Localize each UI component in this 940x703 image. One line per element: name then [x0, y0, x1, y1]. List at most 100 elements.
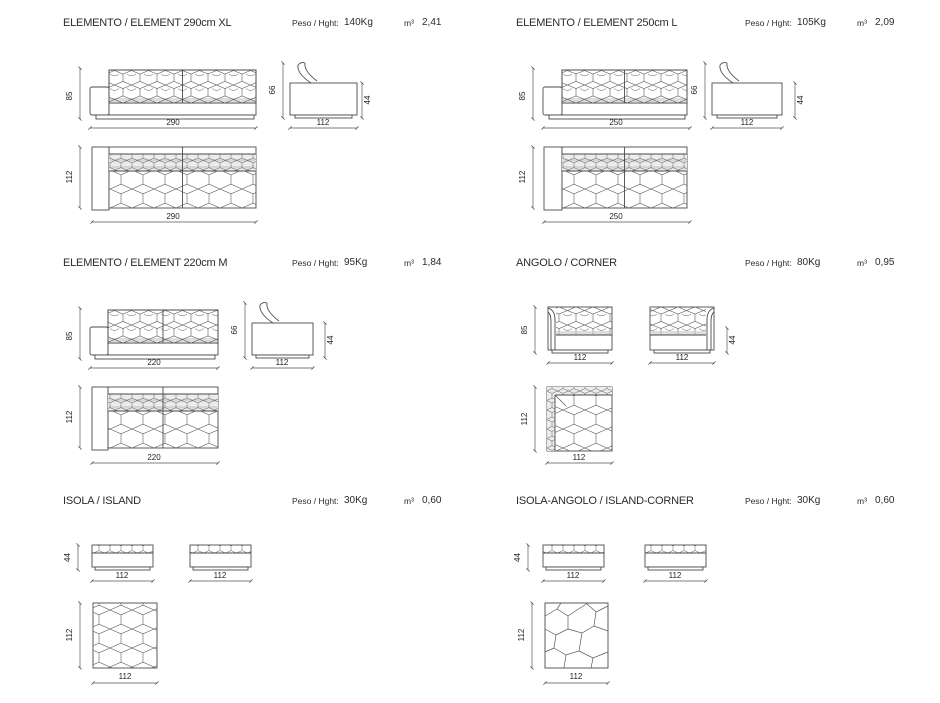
- section-header: ANGOLO / CORNER Peso / Hght: 80Kg m³ 0,9…: [508, 256, 908, 278]
- volume-value: 2,41: [422, 17, 442, 28]
- front-view: 85 290: [65, 66, 258, 130]
- section-island-corner: ISOLA-ANGOLO / ISLAND-CORNER Peso / Hght…: [508, 494, 908, 685]
- ottoman-front-view-1: 44 112: [513, 543, 606, 583]
- dim-label-seat-height: 44: [728, 335, 737, 344]
- dim-label-height: 85: [520, 325, 529, 334]
- weight-label: Peso / Hght:: [292, 496, 339, 506]
- weight-value: 95Kg: [344, 257, 368, 268]
- front-view: 85 250: [518, 66, 692, 130]
- volume-unit-label: m³: [857, 258, 867, 268]
- dim-label-height: 85: [65, 91, 74, 100]
- technical-drawing-element-290xl: 85 290 66 44 112: [65, 61, 372, 224]
- side-view: 66 44 112: [268, 61, 372, 130]
- weight-value: 105Kg: [797, 17, 826, 28]
- dim-label-height: 85: [65, 331, 74, 340]
- section-header: ELEMENTO / ELEMENT 250cm L Peso / Hght: …: [508, 16, 908, 38]
- volume-value: 0,95: [875, 257, 895, 268]
- dim-label-seat-height: 44: [513, 553, 522, 562]
- dim-label-width-2: 112: [669, 571, 682, 580]
- dim-label-plan-width: 112: [570, 672, 583, 681]
- section-title: ANGOLO / CORNER: [516, 257, 617, 269]
- dim-label-plan-width: 112: [119, 672, 132, 681]
- weight-value: 30Kg: [797, 495, 821, 506]
- weight-value: 30Kg: [344, 495, 368, 506]
- volume-unit-label: m³: [857, 496, 867, 506]
- side-view: 66 44 112: [690, 61, 805, 130]
- section-corner: ANGOLO / CORNER Peso / Hght: 80Kg m³ 0,9…: [508, 256, 908, 465]
- section-element-290xl: ELEMENTO / ELEMENT 290cm XL Peso / Hght:…: [55, 16, 455, 224]
- dim-label-plan-depth: 112: [65, 410, 74, 423]
- section-title: ELEMENTO / ELEMENT 220cm M: [63, 257, 228, 269]
- dim-label-width-2: 112: [214, 571, 227, 580]
- dim-label-width-1: 112: [567, 571, 580, 580]
- plan-view: 112 112: [520, 385, 614, 465]
- dim-label-side-width: 112: [741, 118, 754, 127]
- dim-label-width-2: 112: [676, 353, 689, 362]
- volume-value: 2,09: [875, 17, 895, 28]
- front-view-left-arm: 85 112: [520, 305, 614, 365]
- dim-label-height: 85: [518, 91, 527, 100]
- section-title: ELEMENTO / ELEMENT 290cm XL: [63, 17, 232, 29]
- dim-label-seat-height: 44: [363, 95, 372, 104]
- dim-label-seat-height: 44: [326, 335, 335, 344]
- side-view: 66 44 112: [230, 301, 335, 370]
- dim-label-width-1: 112: [574, 353, 587, 362]
- section-island: ISOLA / ISLAND Peso / Hght: 30Kg m³ 0,60…: [55, 494, 455, 685]
- volume-value: 0,60: [422, 495, 442, 506]
- weight-label: Peso / Hght:: [292, 258, 339, 268]
- ottoman-front-view-2: 112: [643, 544, 708, 583]
- volume-value: 1,84: [422, 257, 442, 268]
- ottoman-front-view-2: 112: [188, 544, 253, 583]
- section-title: ELEMENTO / ELEMENT 250cm L: [516, 17, 678, 29]
- dim-label-plan-width: 290: [166, 212, 180, 221]
- dim-label-plan-depth: 112: [518, 170, 527, 183]
- dim-label-width: 250: [609, 118, 623, 127]
- dim-label-plan-width: 250: [609, 212, 623, 221]
- plan-view: 112 250: [518, 145, 692, 224]
- dim-label-side-height: 66: [230, 325, 239, 334]
- front-view: 85 220: [65, 306, 220, 370]
- dim-label-plan-width: 220: [147, 453, 161, 462]
- ottoman-front-view-1: 44 112: [63, 543, 155, 583]
- dim-label-plan-width: 112: [573, 453, 586, 462]
- weight-value: 140Kg: [344, 17, 373, 28]
- volume-unit-label: m³: [404, 258, 414, 268]
- dim-label-side-height: 66: [268, 85, 277, 94]
- section-header: ISOLA-ANGOLO / ISLAND-CORNER Peso / Hght…: [508, 494, 908, 516]
- weight-label: Peso / Hght:: [745, 18, 792, 28]
- dim-label-side-width: 112: [276, 358, 289, 367]
- volume-unit-label: m³: [857, 18, 867, 28]
- technical-drawing-corner: 85 112 44 112 112: [520, 305, 737, 465]
- front-view-right-arm: 44 112: [648, 306, 737, 365]
- volume-unit-label: m³: [404, 18, 414, 28]
- plan-view: 112 112: [65, 601, 159, 685]
- weight-label: Peso / Hght:: [292, 18, 339, 28]
- technical-drawing-element-220m: 85 220 66 44 112: [65, 301, 335, 465]
- dim-label-side-height: 66: [690, 85, 699, 94]
- dim-label-plan-depth: 112: [520, 412, 529, 425]
- volume-unit-label: m³: [404, 496, 414, 506]
- weight-value: 80Kg: [797, 257, 821, 268]
- plan-view: 112 112: [517, 601, 610, 685]
- dim-label-seat-height: 44: [63, 553, 72, 562]
- dim-label-seat-height: 44: [796, 95, 805, 104]
- section-title: ISOLA / ISLAND: [63, 495, 141, 507]
- technical-drawing-island-corner: 44 112 112: [513, 543, 708, 685]
- weight-label: Peso / Hght:: [745, 258, 792, 268]
- section-title: ISOLA-ANGOLO / ISLAND-CORNER: [516, 495, 694, 507]
- dim-label-side-width: 112: [317, 118, 330, 127]
- dim-label-plan-depth: 112: [65, 628, 74, 641]
- technical-drawing-island: 44 112 112 112 112: [63, 543, 253, 685]
- dim-label-plan-depth: 112: [65, 170, 74, 183]
- section-header: ELEMENTO / ELEMENT 220cm M Peso / Hght: …: [55, 256, 455, 278]
- section-element-220m: ELEMENTO / ELEMENT 220cm M Peso / Hght: …: [55, 256, 455, 465]
- plan-view: 112 290: [65, 145, 258, 224]
- section-header: ISOLA / ISLAND Peso / Hght: 30Kg m³ 0,60: [55, 494, 455, 516]
- dim-label-width: 290: [166, 118, 180, 127]
- dim-label-width: 220: [147, 358, 161, 367]
- dim-label-width-1: 112: [116, 571, 129, 580]
- weight-label: Peso / Hght:: [745, 496, 792, 506]
- section-header: ELEMENTO / ELEMENT 290cm XL Peso / Hght:…: [55, 16, 455, 38]
- dim-label-plan-depth: 112: [517, 628, 526, 641]
